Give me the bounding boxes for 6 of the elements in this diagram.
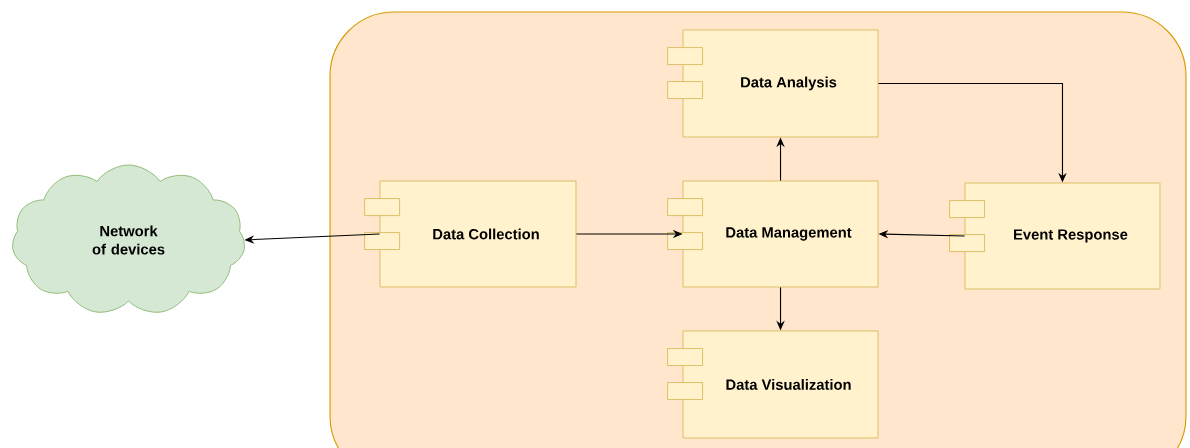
- component-box: Data Management: [667, 180, 879, 288]
- cloud: Network of devices: [12, 164, 245, 313]
- component-box: Data Collection: [364, 180, 577, 288]
- component-box: Event Response: [949, 182, 1161, 290]
- component-box: Data Visualization: [667, 330, 879, 439]
- component-box: Data Analysis: [667, 29, 879, 138]
